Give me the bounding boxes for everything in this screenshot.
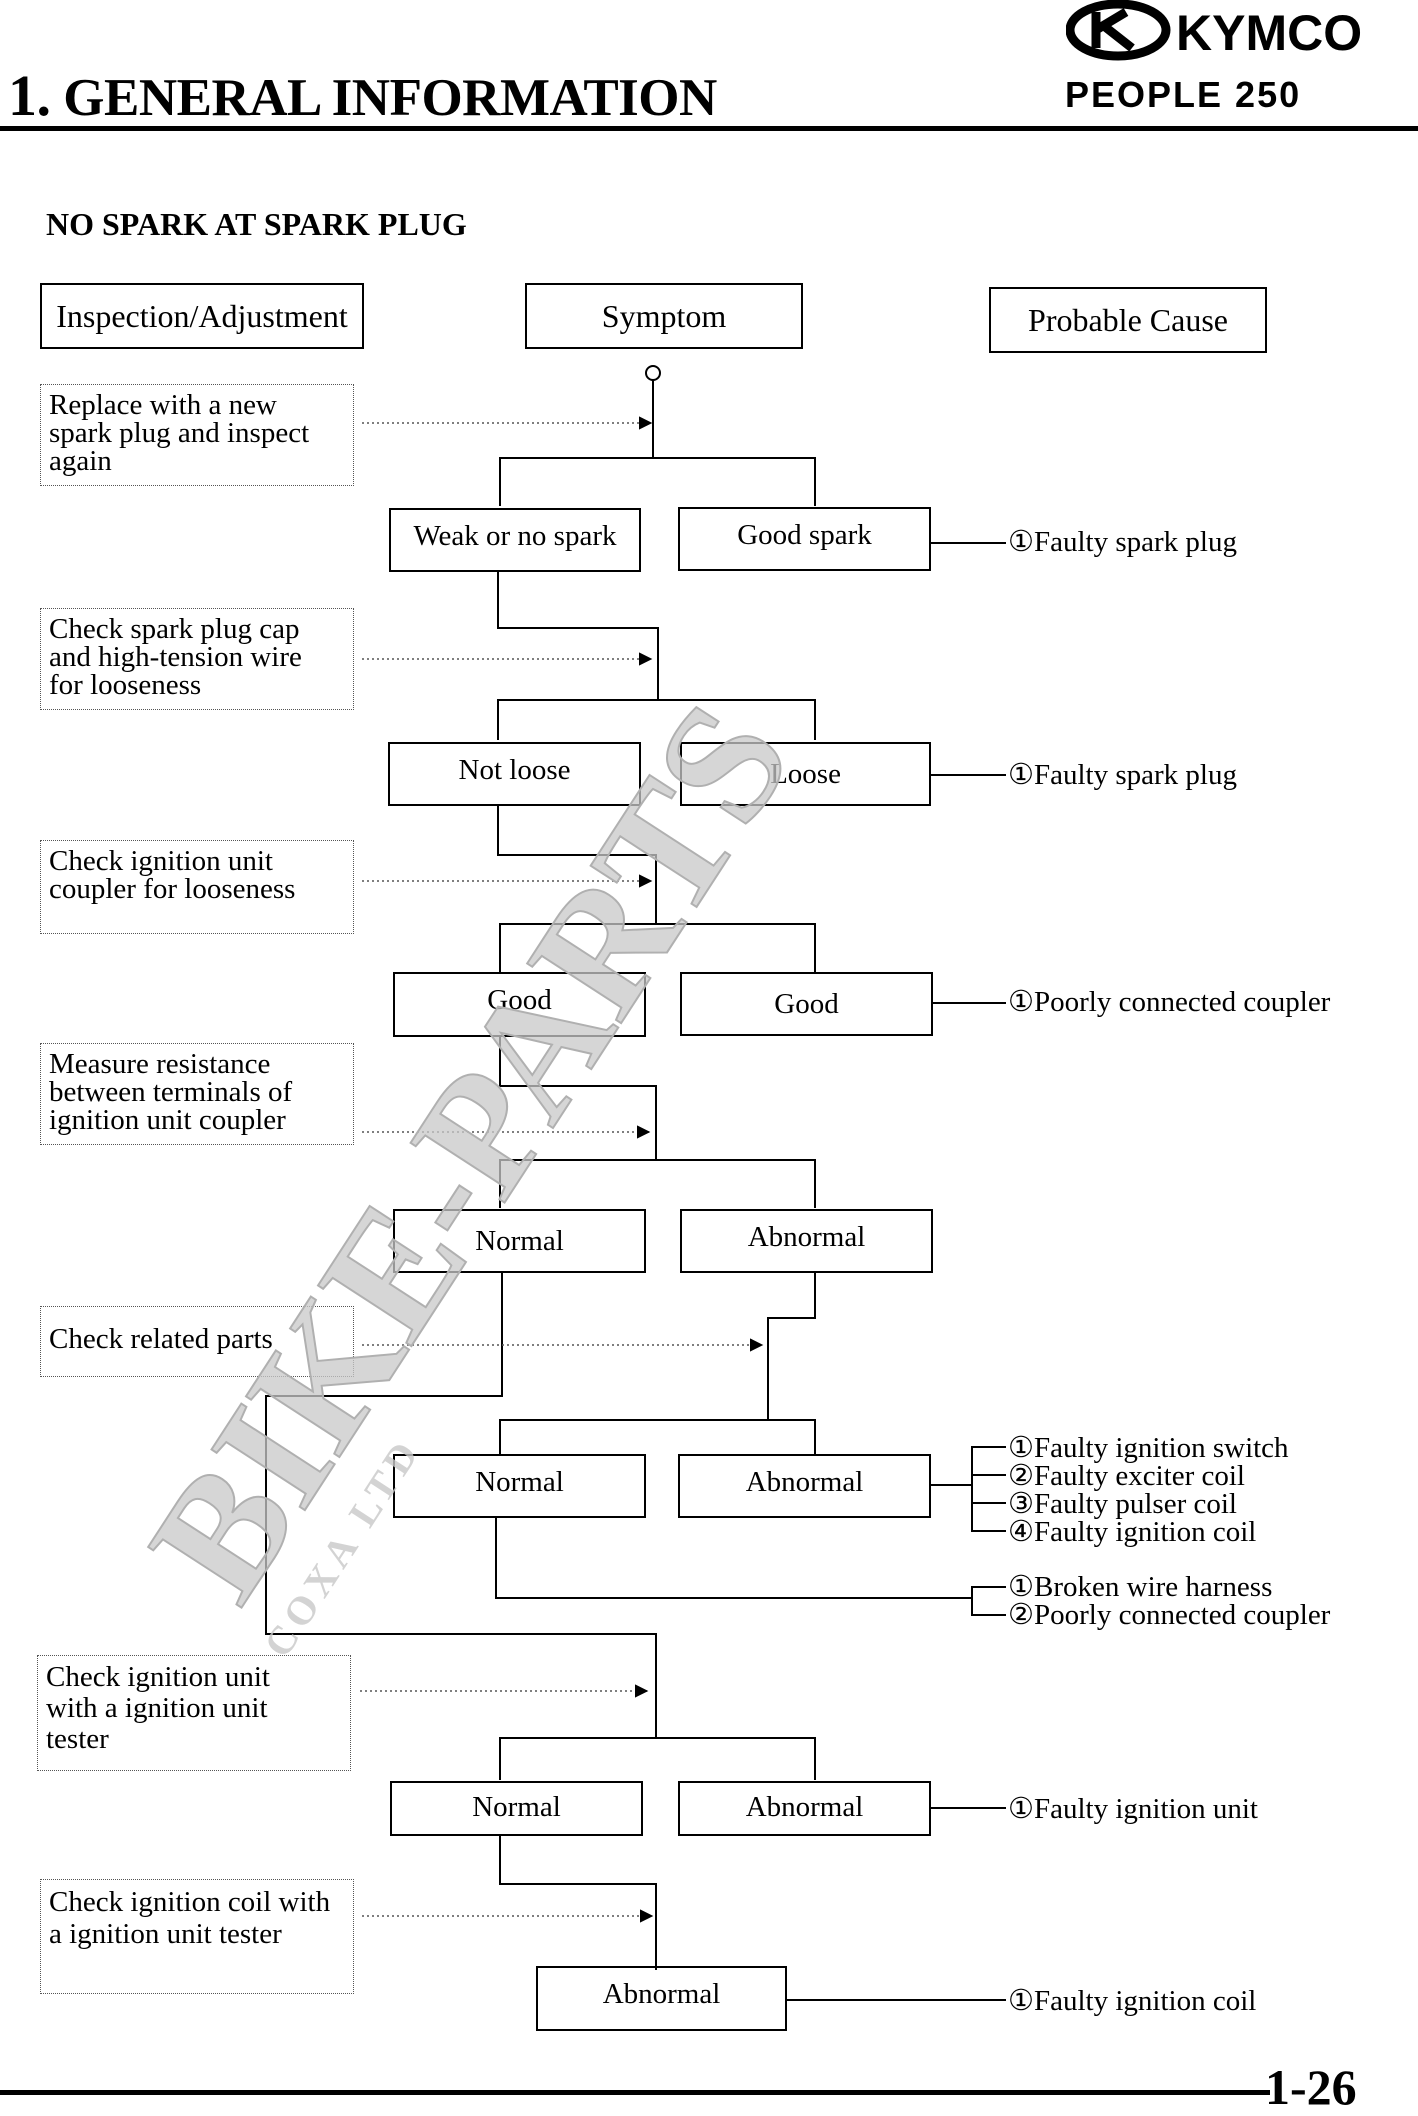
symptom-good-spark: Good spark — [678, 507, 931, 571]
cause-faulty-ignition-coil: ①Faulty ignition coil — [1008, 1985, 1257, 2017]
symptom-unit-abnormal: Abnormal — [678, 1781, 931, 1836]
cause-list-ignition: ①Faulty ignition switch ②Faulty exciter … — [1008, 1432, 1289, 1548]
cause-faulty-ignition-unit: ①Faulty ignition unit — [1008, 1793, 1258, 1825]
chapter-title: GENERAL INFORMATION — [63, 69, 717, 127]
cause-item: ④Faulty ignition coil — [1008, 1516, 1257, 1548]
cause-item: ②Faulty exciter coil — [1008, 1460, 1245, 1492]
symptom-unit-normal: Normal — [390, 1781, 643, 1836]
cause-column-header: Probable Cause — [989, 287, 1267, 353]
symptom-related-normal: Normal — [393, 1454, 646, 1518]
symptom-resistance-abnormal: Abnormal — [680, 1209, 933, 1273]
symptom-coupler-good-left: Good — [393, 972, 646, 1037]
inspection-step-5: Check related parts — [40, 1306, 354, 1377]
cause-list-wiring: ①Broken wire harness ②Poorly connected c… — [1008, 1571, 1331, 1631]
symptom-coil-abnormal: Abnormal — [536, 1966, 787, 2031]
symptom-coupler-good-right: Good — [680, 972, 933, 1036]
symptom-weak-or-no-spark: Weak or no spark — [389, 508, 641, 572]
model-name: PEOPLE 250 — [1065, 74, 1302, 115]
brand-wordmark: KYMCO — [1176, 5, 1362, 61]
cause-item: ①Faulty ignition switch — [1008, 1432, 1289, 1464]
header-rule — [0, 126, 1418, 131]
chapter-number: 1. — [8, 63, 51, 128]
cause-item: ③Faulty pulser coil — [1008, 1488, 1237, 1520]
symptom-resistance-normal: Normal — [393, 1209, 646, 1273]
symptom-column-header: Symptom — [525, 283, 803, 349]
symptom-related-abnormal: Abnormal — [678, 1454, 931, 1518]
cause-item: ②Poorly connected coupler — [1008, 1599, 1331, 1631]
cause-faulty-spark-plug-2: ①Faulty spark plug — [1008, 759, 1237, 791]
kymco-logo: KYMCO — [1066, 0, 1362, 61]
cause-item: ①Broken wire harness — [1008, 1571, 1273, 1603]
page-title: 1. GENERAL INFORMATION — [8, 62, 717, 129]
symptom-not-loose: Not loose — [388, 742, 641, 806]
cause-poorly-connected-coupler: ①Poorly connected coupler — [1008, 986, 1331, 1018]
footer-rule — [0, 2090, 1270, 2095]
page-number: 1-26 — [1265, 2059, 1357, 2115]
symptom-loose: Loose — [680, 742, 931, 806]
section-heading: NO SPARK AT SPARK PLUG — [46, 206, 467, 242]
inspection-column-header: Inspection/Adjustment — [40, 283, 364, 349]
cause-faulty-spark-plug-1: ①Faulty spark plug — [1008, 526, 1237, 558]
